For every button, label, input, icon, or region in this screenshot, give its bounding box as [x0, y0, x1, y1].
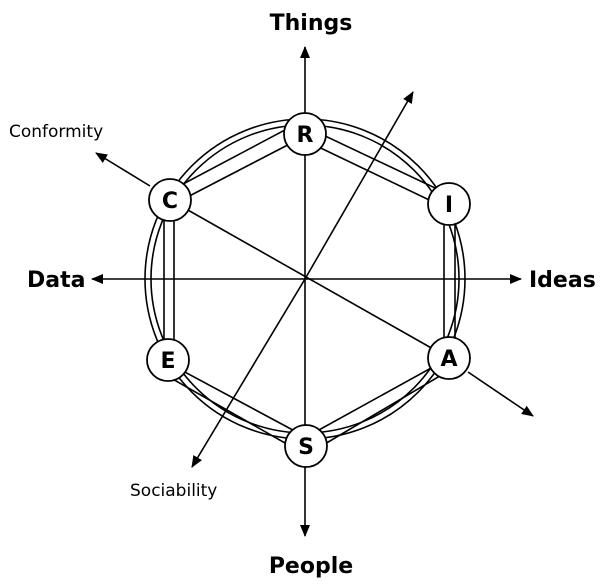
axis-arrows — [91, 46, 534, 537]
edge-r-i-inner — [303, 125, 453, 197]
hexagon-edges — [161, 121, 456, 452]
node-i-circle — [427, 182, 471, 226]
sociability-arrow — [191, 278, 306, 468]
conformity-arrow — [95, 152, 151, 187]
node-r-label: R — [297, 123, 314, 148]
node-c-label: C — [162, 189, 178, 214]
ideas-label: Ideas — [529, 268, 596, 293]
things-label: Things — [270, 11, 353, 36]
edge-a-s-inner — [312, 369, 451, 452]
edge-a-s — [307, 361, 443, 437]
node-a-circle — [427, 336, 471, 380]
node-r: R — [283, 112, 327, 156]
edge-c-r — [171, 135, 306, 206]
data-label: Data — [27, 268, 85, 293]
node-a: A — [427, 336, 471, 380]
edge-r-i — [305, 140, 449, 210]
node-c-circle — [148, 178, 192, 222]
node-e: E — [146, 338, 190, 382]
edge-s-e — [167, 362, 305, 437]
node-s-label: S — [298, 435, 314, 460]
aux-arrow-top-right — [304, 91, 414, 280]
node-s-circle — [284, 424, 328, 468]
edge-c-r-inner — [167, 121, 301, 193]
node-c: C — [148, 178, 192, 222]
node-r-circle — [283, 112, 327, 156]
people-label: People — [269, 554, 353, 579]
node-i-label: I — [445, 193, 453, 218]
aux-arrow-bottom-right — [467, 371, 534, 417]
sociability-label: Sociability — [130, 481, 217, 501]
node-e-circle — [146, 338, 190, 382]
interior-lines — [171, 134, 450, 446]
node-s: S — [284, 424, 328, 468]
edge-s-e-inner — [161, 372, 300, 452]
node-e-label: E — [160, 349, 175, 374]
conformity-label: Conformity — [9, 122, 103, 142]
node-i: I — [427, 182, 471, 226]
node-a-label: A — [440, 347, 457, 372]
